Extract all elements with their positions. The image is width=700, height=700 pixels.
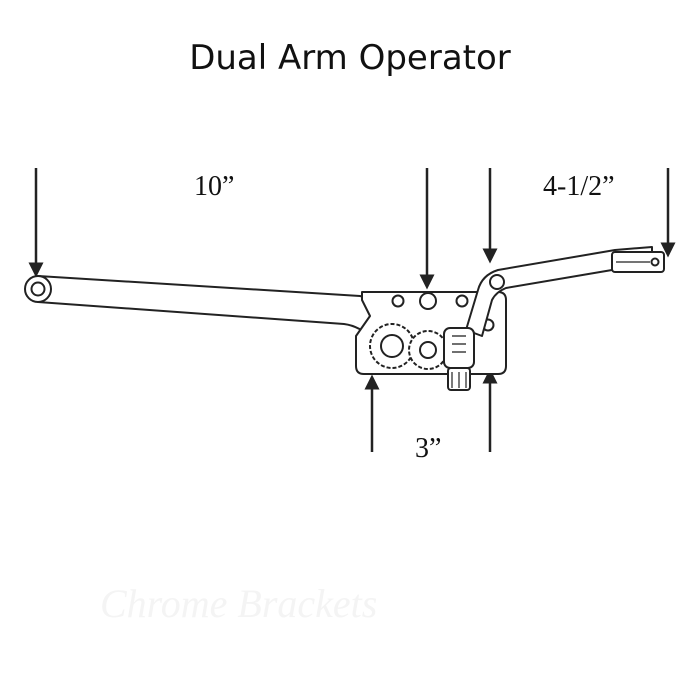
diagram-title: Dual Arm Operator <box>189 38 511 78</box>
base-screw-hole-top-center <box>419 292 437 310</box>
short-arm-pivot <box>489 274 505 290</box>
short-arm-dimension-label: 4-1/2” <box>543 171 615 202</box>
base-screw-hole-top-left <box>391 294 405 308</box>
long-arm <box>30 275 385 341</box>
worm-housing <box>443 327 475 369</box>
left-gear-hub <box>380 334 404 358</box>
long-arm-dimension-label: 10” <box>194 171 235 202</box>
dimension-arrows <box>28 168 676 452</box>
center-gear-hub <box>419 341 437 359</box>
short-arm-end-rivet <box>650 257 660 267</box>
watermark: Chrome Brackets <box>100 581 378 626</box>
long-arm-pivot-hole-inner <box>30 281 46 297</box>
base-screw-hole-top-right <box>455 294 469 308</box>
base-dimension-label: 3” <box>415 433 442 464</box>
